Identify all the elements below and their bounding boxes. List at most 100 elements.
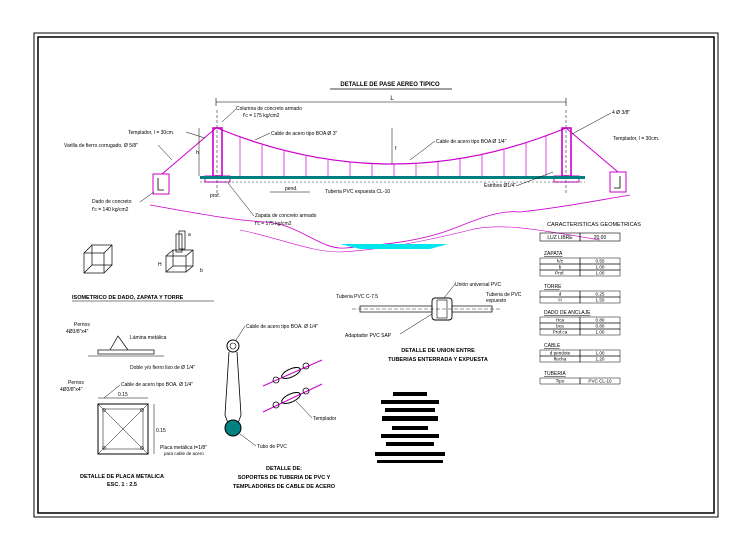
plate-bolt-3 [102, 446, 106, 450]
union-label-uni: Unión universal PVC [455, 282, 502, 288]
label-varilla: Varilla de fierro corrugado, Ø 5/8" [64, 143, 138, 149]
label-templador-left: Templador, l = 30cm. [128, 130, 174, 136]
main-elevation: DETALLE DE PASE AEREO TIPICO L [64, 82, 659, 253]
templador-body-2 [281, 392, 301, 404]
placa-title-2: ESC. 1 : 2.5 [107, 482, 137, 488]
iso-zapata-torre [165, 230, 194, 273]
leader-columna [221, 108, 237, 123]
iso-dado [83, 244, 113, 274]
geom-section-heading: ZAPATA [544, 251, 563, 257]
geom-table: CARACTERISTICAS GEOMETRICAS LUZ LIBRE 20… [539, 222, 641, 385]
label-prof: prof. [210, 193, 220, 199]
terrain-profile [149, 194, 631, 249]
geom-param-label: bca [556, 324, 564, 329]
geom-param-value: 1.00 [596, 351, 605, 356]
plate-bolt-1 [102, 408, 106, 412]
templador-eye-4 [302, 387, 310, 395]
cable-soporte-label: Cable de acero tipo BOA. Ø 1/4" [121, 382, 193, 388]
sop-title-1: DETALLE DE: [266, 466, 302, 472]
geom-section-heading: TUBERIA [544, 371, 566, 377]
templador-cable-1 [262, 359, 323, 387]
plate-elevation-plate [97, 349, 155, 355]
label-columna-1: Columna de concreto armado [236, 106, 302, 112]
geom-param-label: d pendote [550, 351, 571, 356]
iso-dim-b: b [200, 268, 203, 274]
geom-value-cell [579, 269, 621, 277]
templador-cable-2 [262, 383, 323, 413]
support-top-eye [226, 339, 240, 353]
sheet-inner-border [37, 36, 715, 514]
label-cable-hanger: Cable de acero tipo BOA Ø 1/4" [436, 139, 507, 145]
templador-eye-3 [272, 401, 280, 409]
anchor-dado-left [152, 173, 170, 195]
leader-cable-top [235, 325, 246, 341]
leader-dado [139, 191, 155, 203]
support-top-eye-inner [229, 342, 237, 350]
pernos-label-1: Pernos [74, 322, 90, 328]
leader-quarter [571, 112, 612, 135]
union-title-1: DETALLE DE UNION ENTRE [401, 348, 475, 354]
sag-label: f [395, 146, 397, 152]
plate-elevation: Pernos 4Ø3/8"x4" Lámina metálica Doble y… [66, 322, 195, 371]
luz-value: 20.00 [594, 235, 607, 241]
label-quarter: 4 Ø 3/8" [612, 110, 630, 116]
support-pvc-tube [224, 419, 242, 437]
iso-title: ISOMETRICO DE DADO, ZAPATA Y TORRE [72, 295, 184, 301]
cable-top-label: Cable de acero tipo BOA. Ø 1/4" [246, 324, 318, 330]
pvc-pipe [200, 176, 585, 179]
templador-eye-2 [302, 362, 310, 370]
leader-varilla [157, 144, 173, 161]
plate-detail: 0.15 0.15 Pernos 4Ø3/8"x4" Cable de acer… [60, 380, 207, 488]
templador-eye-1 [272, 376, 280, 384]
pernos-plate-2: 4Ø3/8"x4" [60, 387, 83, 393]
geom-param-value: 0.80 [596, 324, 605, 329]
plate-dim-1: 0.15 [118, 392, 128, 398]
templador-small-label: Templador [313, 416, 337, 422]
union-label-tub2: Tuberia de PVC [486, 292, 522, 298]
label-cable-main: Cable de acero tipo BOA Ø 3" [271, 131, 337, 137]
templador-group: Templador [262, 359, 337, 422]
tower-left [212, 127, 223, 177]
backstay-left [161, 127, 217, 175]
geom-param-value: 1.50 [596, 298, 605, 303]
geom-param-label: d [559, 292, 562, 297]
geom-value-cell [579, 296, 621, 304]
leader-union-adapt [399, 313, 433, 335]
sheet-outer-border [33, 32, 719, 518]
plate-square [97, 403, 149, 455]
plate-bolt-4 [140, 446, 144, 450]
geom-value-cell [579, 377, 621, 385]
label-templador-right: Templador, l = 30cm. [613, 136, 659, 142]
plate-cable-2 [97, 403, 149, 455]
plate-bolt-2 [140, 408, 144, 412]
label-pend: pend. [285, 186, 298, 192]
label-zapata-2: f'c = 175 kg/cm2 [255, 221, 292, 227]
union-label-adapt: Adaptador PVC SAP [345, 333, 392, 339]
hangers [239, 136, 547, 176]
riverbed-profile [239, 226, 601, 253]
geom-param-value: 1.00 [596, 330, 605, 335]
placa-meta-1: Placa metálica t=1/8" [160, 445, 207, 451]
union-detail: Unión universal PVC Tuberia PVC C-7.5 Tu… [336, 282, 522, 363]
span-label: L [390, 96, 394, 102]
plate-inner [102, 408, 144, 450]
geom-table-title: CARACTERISTICAS GEOMETRICAS [547, 222, 641, 228]
leader-cable-soporte [103, 384, 121, 399]
geom-param-value: 1.00 [596, 271, 605, 276]
sop-title-2: SOPORTES DE TUBERIA DE PVC Y [238, 475, 331, 481]
tubo-pvc-label: Tubo de PVC [257, 444, 287, 450]
leader-cable-hanger [409, 140, 436, 161]
placa-title-1: DETALLE DE PLACA METALICA [80, 474, 164, 480]
iso-dim-a: a [188, 232, 191, 238]
anchor-bar-left [157, 178, 164, 191]
leader-union-uni [443, 283, 456, 299]
sop-title-3: TEMPLADORES DE CABLE DE ACERO [233, 484, 336, 490]
placa-meta-2: para cable de acero [164, 451, 204, 456]
lamina-label: Lámina metálica [130, 335, 167, 341]
union-label-tub1: Tuberia PVC C-7.5 [336, 294, 378, 300]
geom-param-label: Hca [556, 318, 565, 323]
pernos-label-2: 4Ø3/8"x4" [66, 329, 89, 335]
plate-elevation-loop [109, 335, 129, 351]
geom-param-value: 0.25 [596, 292, 605, 297]
